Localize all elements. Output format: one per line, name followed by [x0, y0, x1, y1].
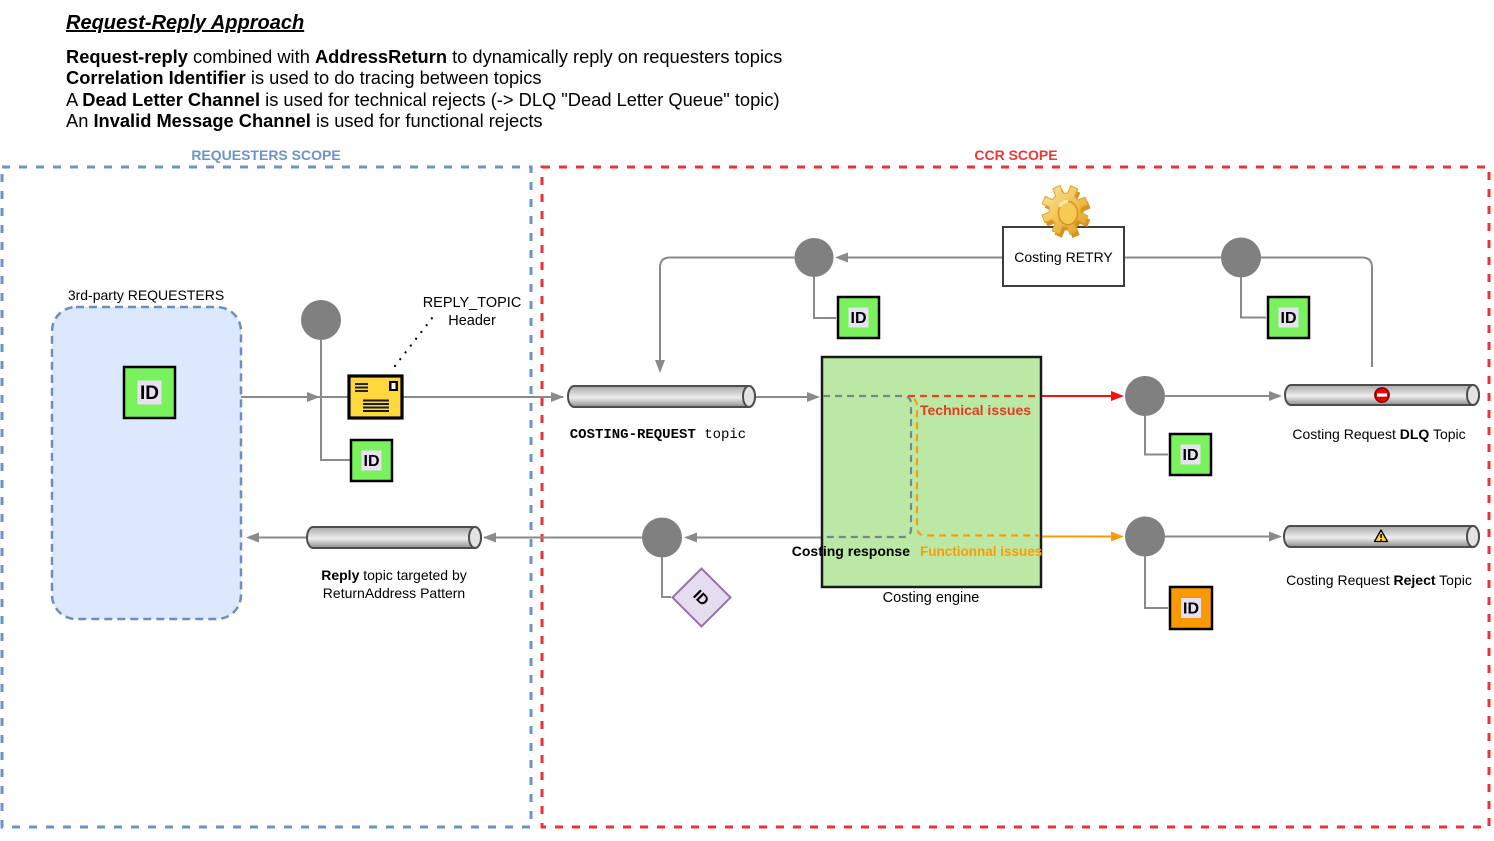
svg-text:COSTING-REQUEST topic: COSTING-REQUEST topic [570, 427, 746, 443]
svg-text:Functionnal issues: Functionnal issues [920, 544, 1042, 559]
svg-text:Reply topic targeted by: Reply topic targeted by [321, 567, 467, 583]
svg-text:CCR SCOPE: CCR SCOPE [974, 147, 1057, 163]
svg-text:Costing Request DLQ Topic: Costing Request DLQ Topic [1292, 426, 1465, 442]
svg-text:Costing engine: Costing engine [883, 590, 980, 606]
svg-text:ID: ID [851, 310, 867, 327]
svg-text:Costing Request Reject Topic: Costing Request Reject Topic [1286, 572, 1472, 588]
svg-text:Costing RETRY: Costing RETRY [1014, 249, 1113, 265]
svg-text:REPLY_TOPIC: REPLY_TOPIC [423, 295, 522, 311]
svg-text:Costing response: Costing response [792, 543, 910, 559]
svg-text:REQUESTERS SCOPE: REQUESTERS SCOPE [191, 147, 340, 163]
svg-text:ID: ID [1183, 601, 1199, 618]
svg-text:Technical issues: Technical issues [920, 402, 1031, 418]
svg-text:3rd-party REQUESTERS: 3rd-party REQUESTERS [68, 287, 224, 303]
svg-text:ID: ID [364, 453, 380, 470]
svg-text:ID: ID [1183, 447, 1199, 464]
svg-text:ID: ID [140, 383, 159, 404]
svg-text:ReturnAddress Pattern: ReturnAddress Pattern [323, 585, 465, 601]
svg-text:Header: Header [448, 313, 496, 329]
svg-text:ID: ID [1281, 310, 1297, 327]
